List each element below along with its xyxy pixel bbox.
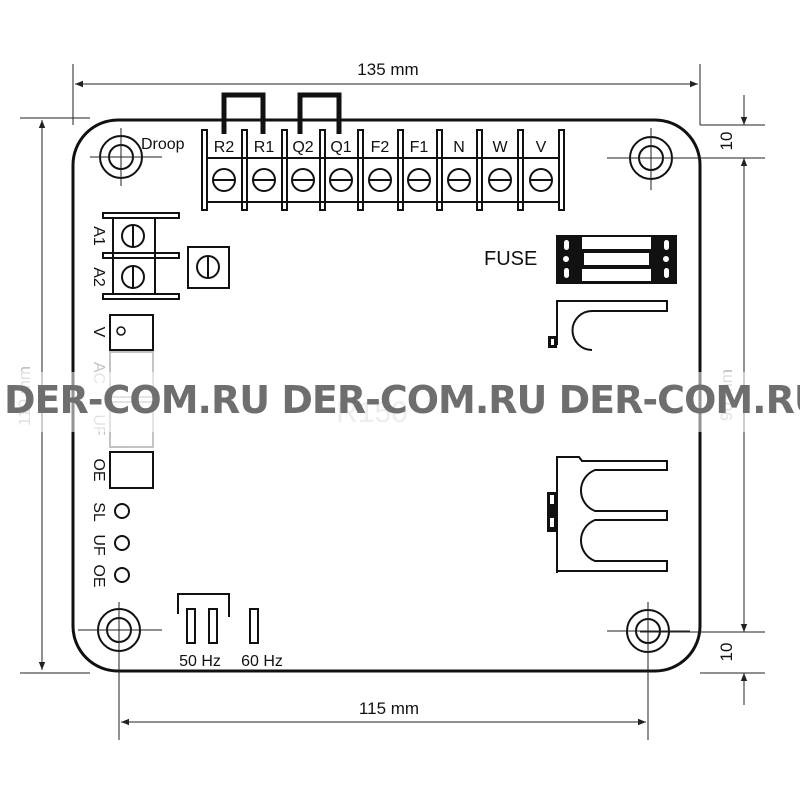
watermark-band bbox=[0, 372, 800, 432]
terminal-v: V bbox=[536, 139, 547, 156]
frequency-jumper: 50 Hz 60 Hz bbox=[177, 593, 283, 670]
terminal-q2: Q2 bbox=[292, 139, 313, 156]
potentiometer-oe: OE bbox=[90, 451, 154, 489]
connector-clip-upper bbox=[548, 300, 668, 351]
dim-bottom-offset-label: 10 bbox=[717, 643, 736, 662]
led-indicators: SL UF OE bbox=[90, 502, 130, 588]
terminal-q1: Q1 bbox=[330, 139, 351, 156]
terminal-a2: A2 bbox=[90, 267, 107, 287]
dim-top-offset-label: 10 bbox=[717, 132, 736, 151]
dim-hole-width-label: 115 mm bbox=[359, 699, 419, 718]
terminal-r2: R2 bbox=[214, 139, 235, 156]
terminal-r1: R1 bbox=[254, 139, 275, 156]
potentiometer-main bbox=[187, 246, 230, 289]
fuse-holder: FUSE bbox=[484, 235, 677, 284]
dim-hole-width: 115 mm bbox=[118, 630, 649, 740]
label-v: V bbox=[90, 327, 107, 338]
terminal-block-main: Droop R2 R1 bbox=[141, 92, 565, 211]
connector-clip-lower bbox=[547, 456, 668, 573]
terminal-block-a1-a2: A1 A2 bbox=[90, 212, 180, 300]
terminal-f2: F2 bbox=[371, 139, 390, 156]
mounting-hole-bottom-left bbox=[78, 602, 162, 660]
label-oe: OE bbox=[90, 458, 107, 481]
led-uf-label: UF bbox=[90, 534, 107, 556]
dim-overall-width: 135 mm bbox=[72, 60, 701, 125]
dim-overall-width-label: 135 mm bbox=[357, 60, 418, 79]
mounting-hole-bottom-right bbox=[607, 602, 690, 660]
jumper-q2-q1 bbox=[297, 92, 342, 134]
jumper-r2-r1 bbox=[221, 92, 266, 134]
terminal-a1: A1 bbox=[90, 226, 107, 246]
terminal-n: N bbox=[453, 139, 465, 156]
mounting-hole-top-left bbox=[90, 128, 162, 186]
watermark-text: DER-COM.RU DER-COM.RU DER-COM.RU bbox=[4, 378, 800, 422]
droop-label: Droop bbox=[141, 136, 185, 153]
terminal-w: W bbox=[492, 139, 508, 156]
freq-50hz-label: 50 Hz bbox=[179, 653, 221, 670]
led-sl-label: SL bbox=[90, 502, 107, 522]
fuse-label: FUSE bbox=[484, 248, 537, 270]
mounting-hole-top-right bbox=[607, 128, 690, 190]
potentiometer-v: V bbox=[90, 314, 154, 351]
led-oe-label: OE bbox=[90, 564, 107, 587]
freq-60hz-label: 60 Hz bbox=[241, 653, 283, 670]
terminal-f1: F1 bbox=[410, 139, 429, 156]
